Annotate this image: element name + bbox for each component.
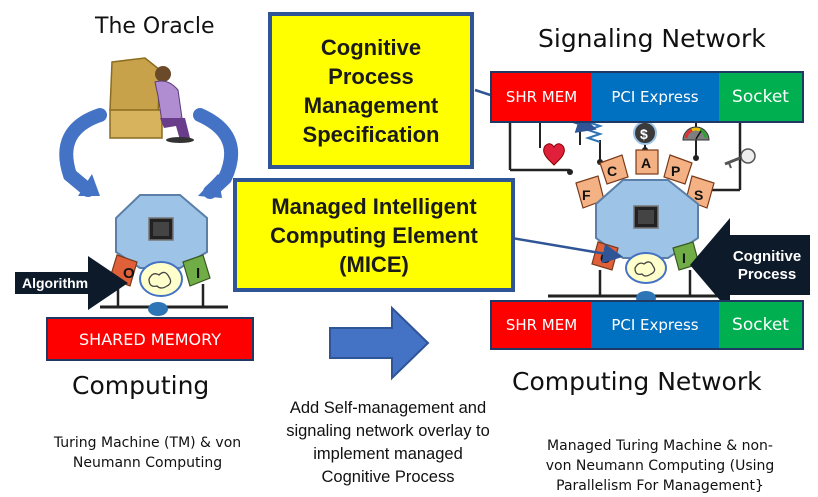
oracle-heading: The Oracle xyxy=(95,14,215,39)
right-processor-octagon xyxy=(595,179,699,259)
cognitive-process-arrow xyxy=(690,218,810,312)
algorithm-label: Algorithm xyxy=(22,275,88,291)
dollar-icon: $ xyxy=(633,121,657,145)
computing-heading: Computing xyxy=(72,371,210,400)
chip-icon xyxy=(148,217,174,241)
right-port-c xyxy=(599,154,629,185)
oracle-figure-icon xyxy=(109,57,194,143)
chip-icon xyxy=(633,205,659,229)
left-port-i xyxy=(182,254,211,287)
right-port-a xyxy=(635,149,659,175)
computing-network-heading: Computing Network xyxy=(512,367,762,396)
left-port-i-label: I xyxy=(196,265,200,282)
right-port-p-label: P xyxy=(671,163,680,179)
left-caption: Turing Machine (TM) & von Neumann Comput… xyxy=(53,435,242,471)
gauge-icon xyxy=(682,126,710,141)
key-icon xyxy=(724,148,756,169)
bus-pci-express: PCI Express xyxy=(591,302,719,348)
bus-socket: Socket xyxy=(719,73,802,121)
bus-pci-express: PCI Express xyxy=(591,73,719,121)
left-processor-octagon xyxy=(115,194,208,269)
right-port-a-label: A xyxy=(641,155,651,171)
signaling-bus: SHR MEM PCI Express Socket xyxy=(490,71,804,123)
mice-callout: Managed Intelligent Computing Element (M… xyxy=(233,178,515,292)
left-port-o-label: O xyxy=(123,265,135,282)
algorithm-arrow xyxy=(15,256,128,310)
brain-icon xyxy=(139,261,183,297)
bus-socket: Socket xyxy=(719,302,802,348)
right-port-s-label: S xyxy=(694,187,703,203)
right-caption: Managed Turing Machine & non- von Neuman… xyxy=(545,438,775,494)
bus-shr-mem: SHR MEM xyxy=(492,302,591,348)
svg-text:$: $ xyxy=(640,126,648,142)
spring-icon xyxy=(584,121,604,143)
shared-memory-bar: SHARED MEMORY xyxy=(46,317,254,361)
middle-caption: Add Self-management and signaling networ… xyxy=(286,399,490,486)
transition-arrow xyxy=(329,305,430,381)
right-port-f-label: F xyxy=(582,187,591,203)
right-port-c-label: C xyxy=(607,163,617,179)
cognitive-process-label: Cognitive Process xyxy=(732,248,802,283)
heart-icon xyxy=(543,143,565,166)
cpms-callout: Cognitive Process Management Specificati… xyxy=(268,12,474,169)
brain-icon xyxy=(625,252,667,284)
right-port-p xyxy=(663,154,693,185)
computing-bus: SHR MEM PCI Express Socket xyxy=(490,300,804,350)
bus-shr-mem: SHR MEM xyxy=(492,73,591,121)
right-port-i-label: I xyxy=(682,250,686,266)
signaling-network-heading: Signaling Network xyxy=(538,24,766,53)
